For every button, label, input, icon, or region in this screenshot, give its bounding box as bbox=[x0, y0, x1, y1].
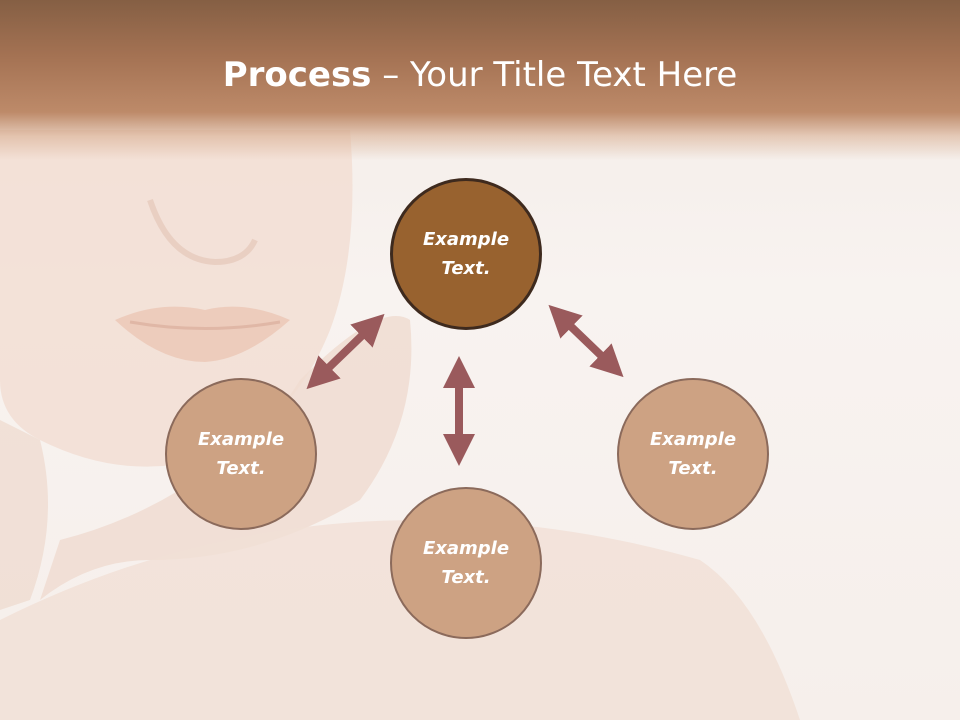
process-node-left: Example Text. bbox=[165, 378, 317, 530]
header-band bbox=[0, 0, 960, 160]
arrow-top-left bbox=[306, 313, 385, 390]
arrow-top-right bbox=[548, 304, 624, 378]
process-node-bottom-label: Example Text. bbox=[422, 538, 510, 588]
title-bold: Process bbox=[222, 55, 372, 95]
process-node-bottom: Example Text. bbox=[390, 487, 542, 639]
process-node-top-label: Example Text. bbox=[422, 229, 510, 279]
process-node-right-label: Example Text. bbox=[649, 429, 737, 479]
process-node-top: Example Text. bbox=[390, 178, 542, 330]
title-rest: – Your Title Text Here bbox=[371, 55, 738, 95]
process-node-right: Example Text. bbox=[617, 378, 769, 530]
slide-title: Process – Your Title Text Here bbox=[0, 52, 960, 98]
process-node-left-label: Example Text. bbox=[197, 429, 285, 479]
